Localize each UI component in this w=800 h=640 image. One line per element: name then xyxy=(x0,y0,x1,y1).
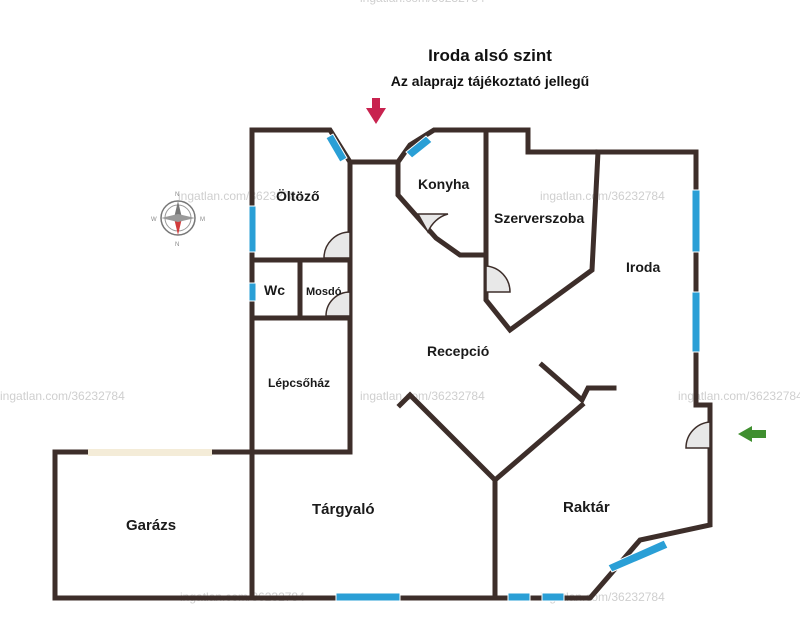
compass-s: N xyxy=(175,242,179,248)
walls xyxy=(52,127,713,601)
window xyxy=(691,189,701,253)
window xyxy=(405,135,433,159)
room-labels: Öltöző Konyha Szerverszoba Iroda Wc Mosd… xyxy=(126,176,660,534)
watermark: ingatlan.com/36232784 xyxy=(540,189,665,203)
watermark: ingatlan.com/36232784 xyxy=(360,389,485,403)
doors xyxy=(323,213,711,449)
window xyxy=(541,592,565,602)
room-label-iroda: Iroda xyxy=(626,259,660,275)
room-label-konyha: Konyha xyxy=(418,176,470,192)
garage-door xyxy=(88,449,212,456)
window xyxy=(335,592,401,602)
windows xyxy=(248,133,701,602)
watermark: ingatlan.com/36232784 xyxy=(178,189,303,203)
room-label-recepcio: Recepció xyxy=(427,343,489,359)
room-label-lepcsohaz: Lépcsőház xyxy=(268,376,330,390)
compass-e: M xyxy=(200,217,205,223)
door xyxy=(485,265,511,293)
watermark: ingatlan.com/36232784 xyxy=(0,389,125,403)
watermark: ingatlan.com/36232784 xyxy=(360,0,485,5)
plan-subtitle: Az alaprajz tájékoztató jellegű xyxy=(390,73,590,89)
room-label-oltozo: Öltöző xyxy=(276,188,320,204)
compass-w: W xyxy=(151,217,157,223)
room-label-mosdo: Mosdó xyxy=(306,286,342,298)
room-label-szerverszoba: Szerverszoba xyxy=(494,210,584,226)
room-label-raktar: Raktár xyxy=(563,499,610,516)
watermarks: ingatlan.com/36232784 ingatlan.com/36232… xyxy=(0,0,800,604)
door xyxy=(416,213,449,234)
room-label-wc: Wc xyxy=(264,282,285,298)
window xyxy=(248,205,257,253)
window xyxy=(325,133,348,163)
door xyxy=(323,231,351,259)
watermark: ingatlan.com/36232784 xyxy=(678,389,800,403)
door xyxy=(325,291,351,317)
window xyxy=(507,592,531,602)
compass-icon: N M W N xyxy=(151,192,205,248)
room-label-garazs: Garázs xyxy=(126,517,176,534)
door xyxy=(685,421,711,449)
left-arrow-icon xyxy=(738,426,766,442)
window xyxy=(607,539,669,573)
window xyxy=(691,291,701,353)
compass-n: N xyxy=(175,192,179,198)
room-label-targyalo: Tárgyaló xyxy=(312,501,375,518)
window xyxy=(248,282,257,302)
plan-title: Iroda alsó szint xyxy=(428,46,552,65)
down-arrow-icon xyxy=(366,98,386,124)
